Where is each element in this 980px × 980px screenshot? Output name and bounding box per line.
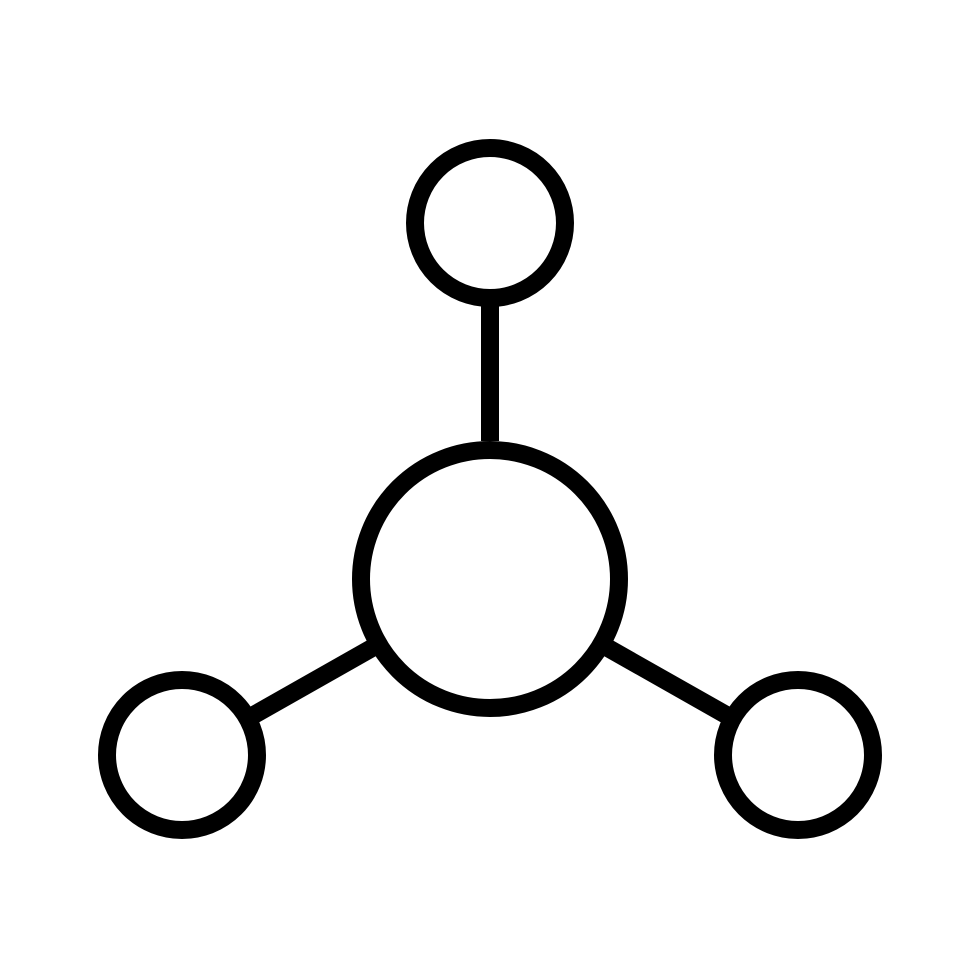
connector-right xyxy=(603,640,733,724)
node-left xyxy=(98,671,266,839)
node-center xyxy=(352,441,628,717)
node-right xyxy=(714,671,882,839)
connector-left xyxy=(247,640,377,724)
node-top xyxy=(406,139,574,307)
